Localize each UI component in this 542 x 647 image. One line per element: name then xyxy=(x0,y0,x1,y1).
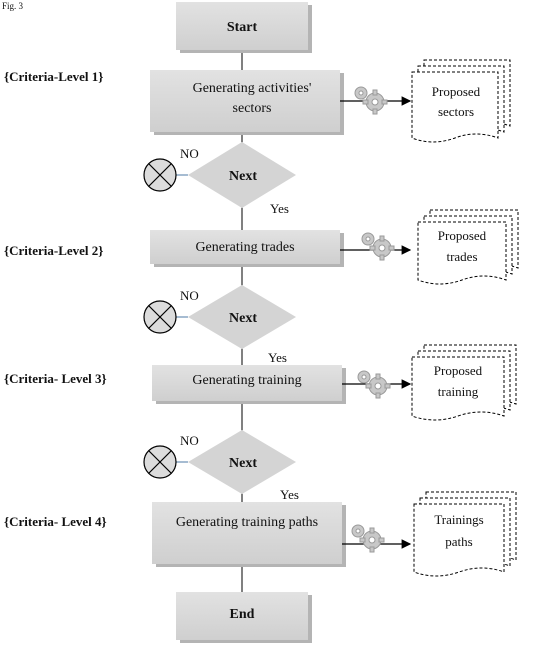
yes-label-1: Yes xyxy=(270,201,289,216)
stop-circle-icon xyxy=(143,158,177,192)
criteria-level-1: {Criteria-Level 1} xyxy=(4,69,103,84)
process-box-4: Generating training paths xyxy=(152,502,346,567)
no-label-2: NO xyxy=(180,288,199,303)
yes-label-3: Yes xyxy=(280,487,299,502)
no-label-3: NO xyxy=(180,433,199,448)
no-label-1: NO xyxy=(180,146,199,161)
gear-icon xyxy=(357,370,391,399)
output-document-4: Trainings paths xyxy=(413,491,517,577)
output-3-line-2: training xyxy=(438,384,479,399)
end-label: End xyxy=(230,607,255,622)
process-1-line-2: sectors xyxy=(233,101,272,116)
output-document-3: Proposed training xyxy=(411,344,517,421)
criteria-level-2: {Criteria-Level 2} xyxy=(4,243,103,258)
process-box-2: Generating trades xyxy=(150,230,344,267)
criteria-level-3: {Criteria- Level 3} xyxy=(4,371,107,386)
process-4-label: Generating training paths xyxy=(176,515,318,530)
decision-1: Next xyxy=(188,142,296,208)
end-terminal: End xyxy=(176,592,312,643)
start-terminal: Start xyxy=(176,2,312,53)
criteria-level-4: {Criteria- Level 4} xyxy=(4,514,107,529)
process-box-3: Generating training xyxy=(152,365,346,404)
output-1-line-1: Proposed xyxy=(432,84,481,99)
process-box-1: Generating activities' sectors xyxy=(150,70,344,135)
stop-circle-icon xyxy=(143,445,177,479)
start-label: Start xyxy=(227,20,258,35)
gear-icon xyxy=(351,524,385,553)
process-2-label: Generating trades xyxy=(195,240,294,255)
output-2-line-2: trades xyxy=(446,249,477,264)
decision-3-label: Next xyxy=(229,456,257,471)
output-document-1: Proposed sectors xyxy=(411,59,511,143)
header-fragment: Fig. 3 xyxy=(2,1,24,11)
decision-1-label: Next xyxy=(229,169,257,184)
output-4-line-1: Trainings xyxy=(434,512,483,527)
decision-2-label: Next xyxy=(229,311,257,326)
stop-circle-icon xyxy=(143,300,177,334)
output-3-line-1: Proposed xyxy=(434,363,483,378)
output-2-line-1: Proposed xyxy=(438,228,487,243)
decision-3: Next xyxy=(188,430,296,494)
gear-icon xyxy=(354,86,388,115)
gear-icon xyxy=(361,232,395,261)
yes-label-2: Yes xyxy=(268,350,287,365)
output-1-line-2: sectors xyxy=(438,104,474,119)
output-document-2: Proposed trades xyxy=(417,209,519,285)
process-3-label: Generating training xyxy=(192,373,301,388)
decision-2: Next xyxy=(188,285,296,349)
output-4-line-2: paths xyxy=(445,534,472,549)
process-1-line-1: Generating activities' xyxy=(193,81,312,96)
